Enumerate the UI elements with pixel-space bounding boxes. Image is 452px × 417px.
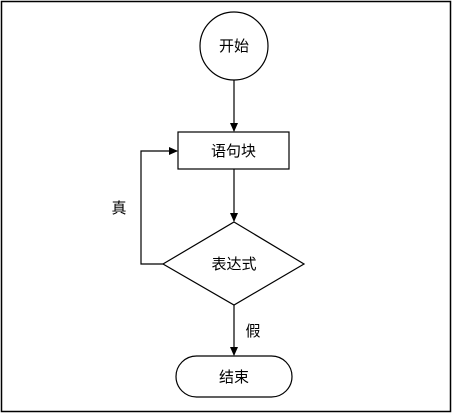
- end-node: 结束: [175, 355, 293, 398]
- end-terminator: [175, 355, 293, 398]
- false-label: 假: [245, 322, 260, 340]
- start-label: 开始: [219, 37, 249, 55]
- start-node: 开始: [199, 11, 269, 81]
- statement-label: 语句块: [211, 142, 256, 160]
- arrow-true-loop: [140, 147, 178, 265]
- condition-label: 表达式: [211, 255, 256, 273]
- condition-node: 表达式: [161, 221, 306, 306]
- true-label: 真: [111, 199, 126, 217]
- statement-node: 语句块: [177, 131, 290, 170]
- end-label: 结束: [219, 368, 249, 386]
